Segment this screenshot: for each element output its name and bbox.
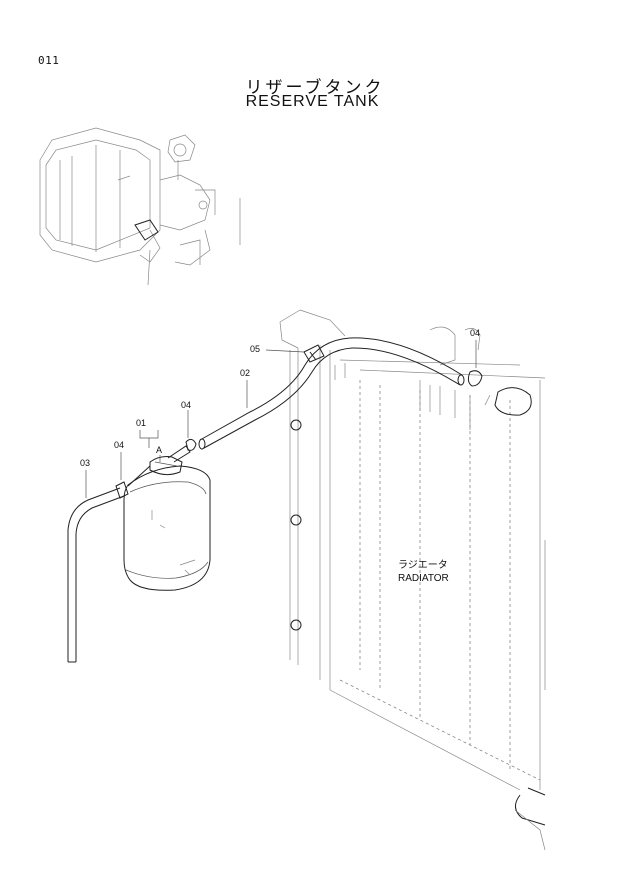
clamp-04-left (115, 481, 129, 499)
page-number: 011 (38, 54, 60, 67)
radiator-label-jp: ラジエータ (398, 559, 448, 571)
reserve-tank (123, 445, 211, 591)
callout-04-left: 04 (114, 440, 124, 450)
clamp-05 (303, 344, 325, 363)
clamp-04-mid (185, 438, 197, 451)
hose-02 (198, 337, 465, 450)
callout-01: 01 (136, 418, 146, 428)
clamp-04-right (467, 370, 483, 387)
title-english: RESERVE TANK (245, 93, 380, 110)
title-japanese: リザーブタンク (245, 78, 385, 98)
location-thumbnail (39, 127, 241, 286)
detail-a-label: A (156, 445, 162, 455)
leader-lines (85, 340, 477, 498)
callout-04-mid: 04 (181, 400, 191, 410)
hose-03 (67, 487, 125, 663)
radiator-label-en: RADIATOR (398, 573, 449, 584)
callout-03: 03 (80, 458, 90, 468)
callout-04-right: 04 (470, 328, 480, 338)
radiator (279, 309, 546, 851)
callout-05: 05 (250, 344, 260, 354)
callout-02: 02 (240, 368, 250, 378)
